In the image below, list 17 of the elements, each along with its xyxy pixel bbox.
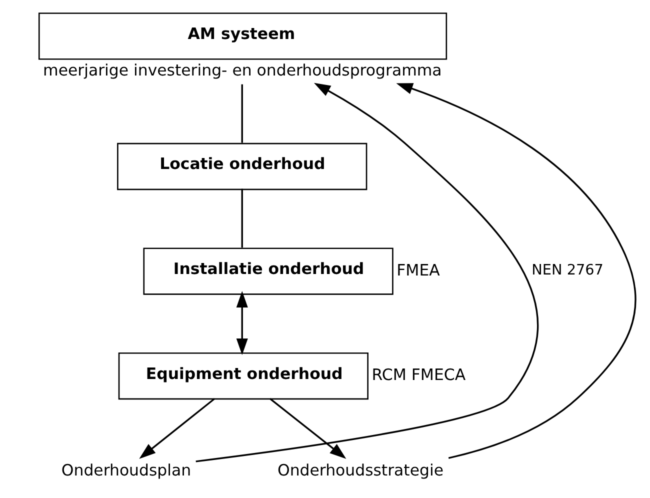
node-box: AM systeem — [38, 12, 448, 60]
node-text: Onderhoudsstrategie — [277, 460, 444, 480]
connector — [241, 84, 243, 143]
arrow — [396, 83, 636, 459]
connector — [241, 188, 243, 248]
node-label: FMEA — [396, 260, 440, 280]
arrow — [139, 398, 216, 459]
arrow — [196, 82, 538, 462]
node-box: Locatie onderhoud — [117, 142, 368, 190]
node-box: Equipment onderhoud — [118, 352, 368, 400]
node-box: Installatie onderhoud — [143, 248, 394, 295]
node-label: RCM FMECA — [372, 365, 466, 384]
node-label: meerjarige investering- en onderhoudsprogramma — [43, 60, 442, 80]
edge-label: NEN 2767 — [532, 262, 604, 278]
arrow — [236, 291, 248, 356]
arrow — [270, 398, 346, 459]
node-text: Onderhoudsplan — [61, 460, 192, 480]
